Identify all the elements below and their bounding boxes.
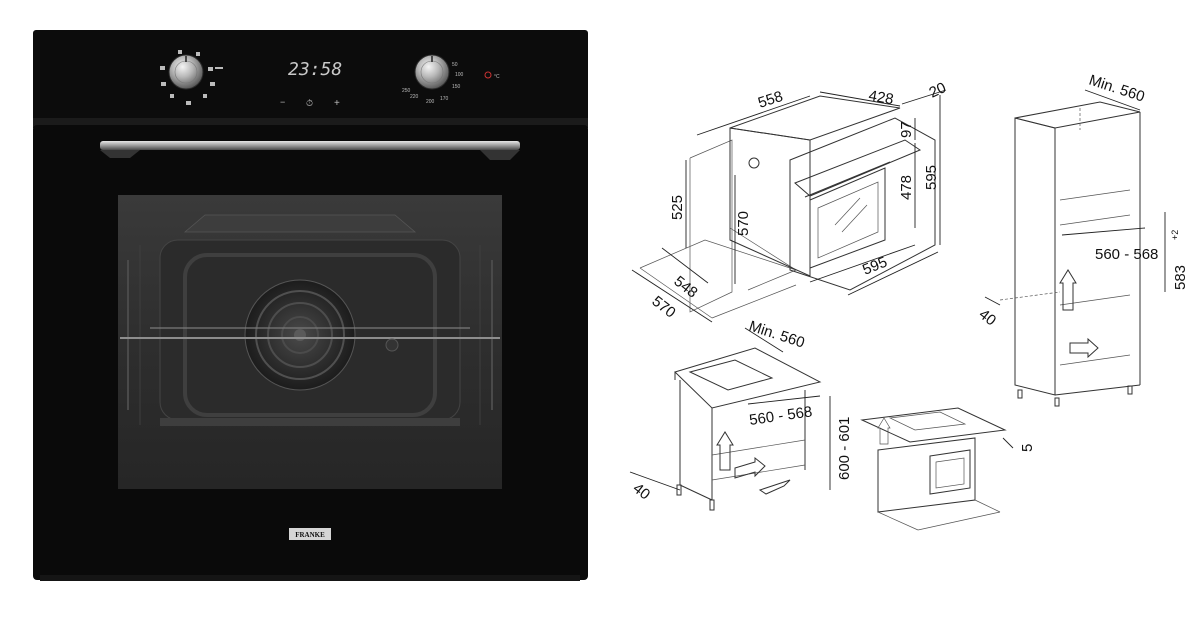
dim-undercounter-height: 600 - 601	[836, 417, 853, 480]
function-symbols	[160, 50, 223, 105]
drawing-column-install: Min. 560 560 - 568 583 +2 40	[976, 72, 1189, 407]
drawing-hob-detail: 5	[860, 407, 1036, 531]
dim-undercounter-width-range: 560 - 568	[748, 403, 813, 429]
dim-door-height: 478	[898, 175, 915, 200]
dim-height-total: 595	[923, 165, 940, 190]
timer-icon[interactable]: ⏱	[306, 98, 313, 108]
temperature-scale: 50 100 150 170 200 220 250	[402, 62, 464, 105]
brand-logo	[289, 528, 331, 540]
dim-column-tolerance: +2	[1170, 230, 1180, 240]
dim-inner-height: 570	[735, 211, 752, 236]
function-knob[interactable]	[168, 54, 204, 90]
dim-depth-top: 428	[867, 87, 895, 108]
oven-window	[118, 195, 502, 489]
drawing-undercounter-install: Min. 560 560 - 568 600 - 601 40	[630, 318, 853, 511]
svg-text:100: 100	[455, 72, 464, 78]
dim-undercounter-vent: 40	[630, 480, 654, 504]
dim-width-bottom: 595	[860, 254, 890, 279]
dim-column-height: 583	[1172, 265, 1189, 290]
temperature-knob[interactable]	[414, 54, 450, 90]
touch-minus-button[interactable]: −	[280, 97, 285, 107]
dim-undercounter-min-width: Min. 560	[747, 318, 807, 352]
dim-column-width-range: 560 - 568	[1095, 246, 1158, 263]
dim-width-top: 558	[756, 88, 785, 112]
convection-fan-icon	[244, 279, 356, 391]
dim-column-vent: 40	[976, 306, 1000, 330]
indicator-light-icon	[484, 71, 492, 79]
wire-shelf	[120, 327, 500, 339]
dim-hob-gap: 5	[1019, 444, 1036, 452]
clock-display: 23:58	[288, 59, 342, 80]
svg-text:200: 200	[426, 99, 435, 105]
dim-base-depth-548: 548	[671, 273, 701, 302]
indicator-label: °C	[494, 74, 500, 80]
control-panel	[33, 30, 588, 122]
door-handle[interactable]	[100, 141, 520, 160]
oven-product-image: 23:58 − ⏱ + 50 100 150 170 200 220 250 °…	[33, 30, 588, 581]
svg-text:220: 220	[410, 94, 419, 100]
svg-text:150: 150	[452, 84, 461, 90]
dim-cavity-height: 525	[669, 195, 686, 220]
svg-text:170: 170	[440, 96, 449, 102]
drawing-oven-dimensions: 558 428 20 97 595 478 525 570 548 570 59…	[631, 79, 949, 323]
touch-plus-button[interactable]: +	[334, 98, 340, 109]
svg-text:250: 250	[402, 88, 411, 94]
svg-text:50: 50	[452, 62, 458, 68]
dim-column-min-width: Min. 560	[1087, 72, 1147, 106]
dim-panel-height: 97	[898, 121, 915, 138]
dim-front-thickness: 20	[927, 79, 949, 101]
brand-name: FRANKE	[295, 531, 325, 539]
